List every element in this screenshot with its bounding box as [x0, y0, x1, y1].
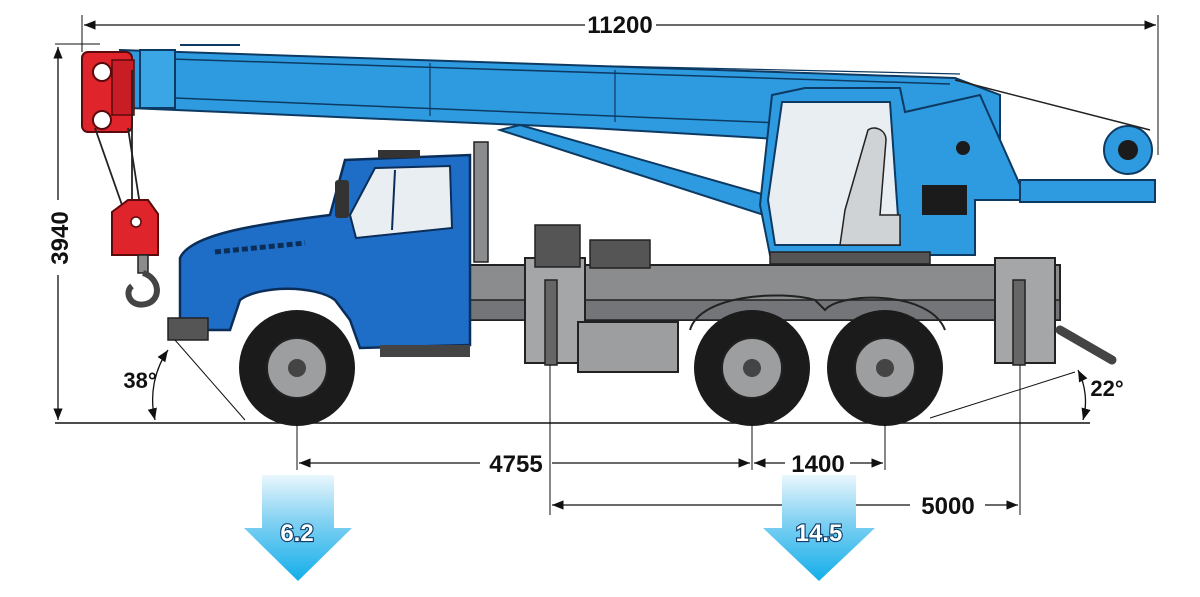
- dimension-overall-length: 11200: [81, 12, 1159, 155]
- dimension-wheelbase: 4755: [296, 423, 886, 478]
- approach-angle: 38°: [123, 339, 246, 424]
- overall-length-label: 11200: [587, 12, 652, 39]
- boom-head: [81, 51, 135, 133]
- front-axle-load-arrow: 6.2: [244, 475, 352, 581]
- outrigger-base-label: 5000: [921, 493, 974, 520]
- front-axle-load-label: 6.2: [280, 520, 313, 547]
- dimension-bogie-spacing: 1400: [754, 451, 883, 478]
- dimension-overall-height: 3940: [47, 43, 100, 420]
- hoist-ropes: [94, 70, 141, 206]
- rear-wheel-2: [827, 310, 943, 426]
- rear-axle-load-label: 14.5: [796, 520, 843, 547]
- hook-block: [111, 199, 160, 308]
- bogie-spacing-label: 1400: [791, 451, 844, 478]
- front-wheel: [239, 310, 355, 426]
- wheelbase-label: 4755: [489, 451, 542, 478]
- chassis: [469, 224, 1117, 373]
- rear-wheel-1: [694, 310, 810, 426]
- approach-angle-label: 38°: [123, 368, 156, 393]
- truck-cab: [167, 150, 472, 357]
- departure-angle-label: 22°: [1090, 376, 1123, 401]
- overall-height-label: 3940: [47, 211, 74, 264]
- rear-axle-load-arrow: 14.5: [763, 475, 875, 581]
- departure-angle: 22°: [929, 369, 1124, 421]
- crane-cab: [758, 79, 1156, 265]
